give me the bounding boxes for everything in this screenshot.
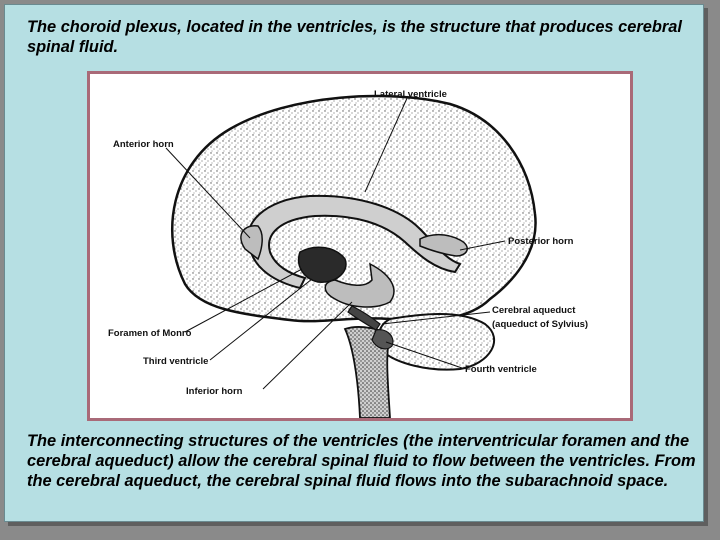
label-fourth-ventricle: Fourth ventricle	[465, 364, 537, 375]
posterior-horn-shape	[419, 233, 468, 257]
brain-ventricle-diagram: Lateral ventricle Anterior horn Posterio…	[90, 74, 630, 418]
label-foramen-of-monro: Foramen of Monro	[108, 328, 192, 339]
caption-bottom: The interconnecting structures of the ve…	[27, 432, 696, 490]
figure-frame: Lateral ventricle Anterior horn Posterio…	[87, 71, 633, 421]
caption-top: The choroid plexus, located in the ventr…	[27, 18, 682, 56]
label-posterior-horn: Posterior horn	[508, 236, 574, 247]
label-inferior-horn: Inferior horn	[186, 386, 243, 397]
label-anterior-horn: Anterior horn	[113, 139, 174, 150]
label-cerebral-aqueduct: Cerebral aqueduct	[492, 305, 576, 316]
fourth-ventricle-shape	[371, 329, 394, 350]
slide-panel: The choroid plexus, located in the ventr…	[4, 4, 704, 522]
leader-lines	[165, 95, 506, 390]
brain-illustration: Lateral ventricle Anterior horn Posterio…	[108, 89, 588, 418]
third-ventricle-shape	[297, 246, 347, 283]
lateral-ventricle	[246, 194, 462, 290]
label-lateral-ventricle: Lateral ventricle	[374, 89, 447, 100]
inferior-horn-shape	[324, 262, 395, 308]
label-third-ventricle: Third ventricle	[143, 356, 208, 367]
label-aqueduct-of-sylvius: (aqueduct of Sylvius)	[492, 319, 588, 330]
